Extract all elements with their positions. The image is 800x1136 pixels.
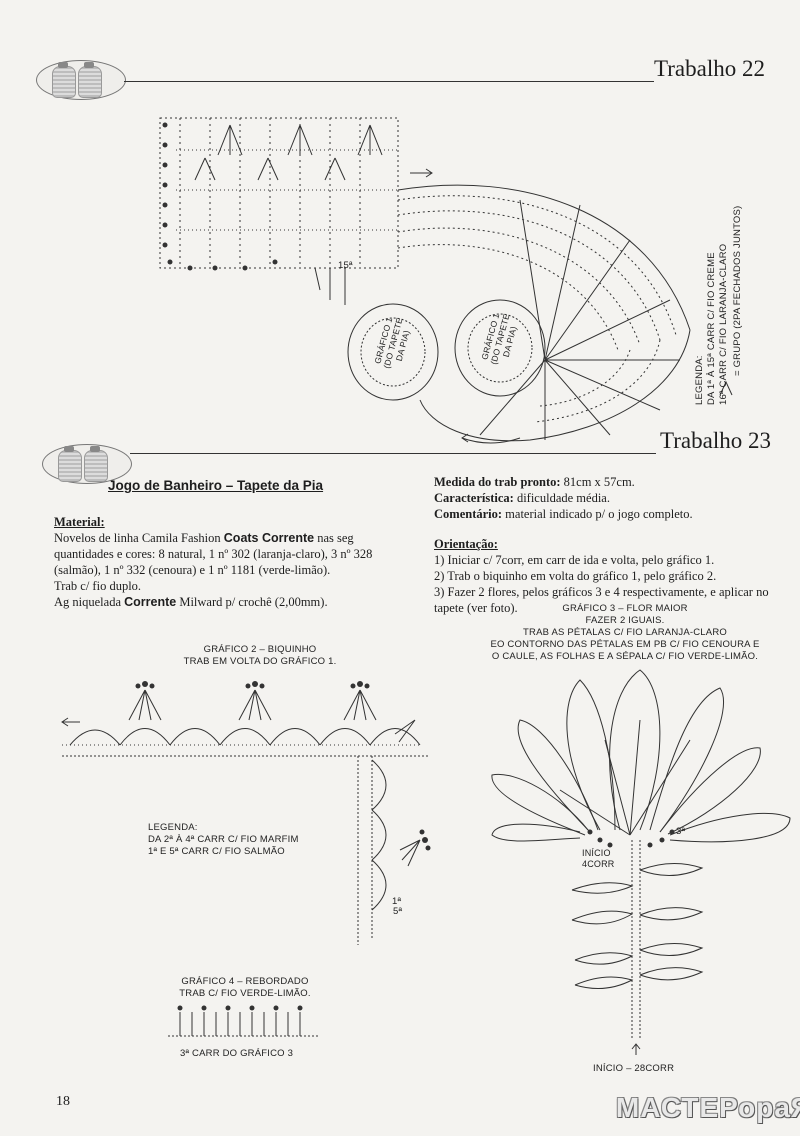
brand-name: Corrente <box>124 595 177 609</box>
caracteristica-label: Característica: <box>434 491 514 505</box>
grafico2-legend: LEGENDA: DA 2ª À 4ª CARR C/ FIO MARFIM 1… <box>148 822 299 858</box>
orientacao-heading: Orientação: <box>434 537 498 551</box>
grafico3-line4: EO CONTORNO DAS PÉTALAS EM PB C/ FIO CEN… <box>490 639 760 650</box>
material-block: Material: Novelos de linha Camila Fashio… <box>54 514 424 610</box>
grafico2-legend-title: LEGENDA: <box>148 822 198 833</box>
grafico3-title: GRÁFICO 3 – FLOR MAIOR <box>562 603 688 614</box>
watermark: МАСТЕРораЯ <box>616 1092 800 1123</box>
header-rule <box>124 81 654 82</box>
row-marker-1: 1ª <box>392 896 402 907</box>
jar-icon <box>84 450 108 482</box>
project-subtitle: Jogo de Banheiro – Tapete da Pia <box>108 478 324 493</box>
grafico4-caption: GRÁFICO 4 – REBORDADO TRAB C/ FIO VERDE-… <box>160 976 330 1000</box>
grafico4-note: 3ª CARR DO GRÁFICO 3 <box>180 1048 294 1059</box>
material-line-4: Trab c/ fio duplo. <box>54 579 142 593</box>
medida-label: Medida do trab pronto: <box>434 475 561 489</box>
jar-cap-icon <box>90 446 100 452</box>
comentario-line: Comentário: material indicado p/ o jogo … <box>434 506 794 522</box>
grafico3-line2: FAZER 2 IGUAIS. <box>585 615 665 626</box>
orientacao-step-1: 1) Iniciar c/ 7corr, em carr de ida e vo… <box>434 553 715 567</box>
page-number: 18 <box>56 1094 70 1109</box>
orientacao-step-3: 3) Fazer 2 flores, pelos gráficos 3 e 4 … <box>434 585 769 599</box>
orientacao-step-3-cont: tapete (ver foto). <box>434 601 518 615</box>
inicio-28corr-label: INÍCIO – 28CORR <box>593 1063 675 1074</box>
grafico2-legend-line1: DA 2ª À 4ª CARR C/ FIO MARFIM <box>148 834 299 845</box>
section-title-22: Trabalho 22 <box>654 56 765 81</box>
grafico3-line5: O CAULE, AS FOLHAS E A SÉPALA C/ FIO VER… <box>491 651 759 662</box>
info-block: Medida do trab pronto: 81cm x 57cm. Cara… <box>434 474 794 616</box>
jar-cap-icon <box>64 446 74 452</box>
row-marker-15: 15ª <box>338 260 353 271</box>
grafico2-subtitle: TRAB EM VOLTA DO GRÁFICO 1. <box>183 656 337 667</box>
orientacao-step-2: 2) Trab o biquinho em volta do gráfico 1… <box>434 569 717 583</box>
material-text: Novelos de linha Camila Fashion <box>54 531 224 545</box>
material-text: nas seg <box>314 531 354 545</box>
comentario-value: material indicado p/ o jogo completo. <box>502 507 693 521</box>
grafico2-caption: GRÁFICO 2 – BIQUINHO TRAB EM VOLTA DO GR… <box>160 644 360 668</box>
inicio-4corr-label: INÍCIO 4CORR <box>582 848 615 869</box>
grafico3-caption: GRÁFICO 3 – FLOR MAIOR FAZER 2 IGUAIS. T… <box>470 603 780 663</box>
caracteristica-line: Característica: dificuldade média. <box>434 490 794 506</box>
medida-value: 81cm x 57cm. <box>560 475 635 489</box>
jar-cap-icon <box>58 62 68 68</box>
material-text: Ag niquelada <box>54 595 125 609</box>
jar-icon <box>58 450 82 482</box>
medida-line: Medida do trab pronto: 81cm x 57cm. <box>434 474 794 490</box>
material-line-5: Ag niquelada Corrente Milward p/ crochê … <box>54 594 424 610</box>
grafico4-title: GRÁFICO 4 – REBORDADO <box>181 976 309 987</box>
grafico4-subtitle: TRAB C/ FIO VERDE-LIMÃO. <box>179 988 311 999</box>
jar-cap-icon <box>84 62 94 68</box>
grafico2-legend-line2: 1ª E 5ª CARR C/ FIO SALMÃO <box>148 846 285 857</box>
material-line-2: quantidades e cores: 8 natural, 1 nº 302… <box>54 547 373 561</box>
jar-icon <box>52 66 76 98</box>
material-line-1: Novelos de linha Camila Fashion Coats Co… <box>54 530 424 546</box>
section-title-23: Trabalho 23 <box>660 428 771 453</box>
header-rule <box>130 453 656 454</box>
crochet-chart-1 <box>159 117 733 444</box>
grafico3-line3: TRAB AS PÉTALAS C/ FIO LARANJA-CLARO <box>523 627 727 638</box>
jar-icon <box>78 66 102 98</box>
caracteristica-value: dificuldade média. <box>513 491 610 505</box>
grafico2-title: GRÁFICO 2 – BIQUINHO <box>203 644 317 655</box>
material-heading: Material: <box>54 515 105 529</box>
brand-name: Coats Corrente <box>223 531 315 545</box>
comentario-label: Comentário: <box>434 507 503 521</box>
row-marker-5: 5ª <box>393 906 403 917</box>
row-marker-3: 3ª <box>676 826 686 837</box>
material-text: Milward p/ crochê (2,00mm). <box>176 595 328 609</box>
material-line-3: (salmão), 1 nº 332 (cenoura) e 1 nº 1181… <box>54 563 331 577</box>
